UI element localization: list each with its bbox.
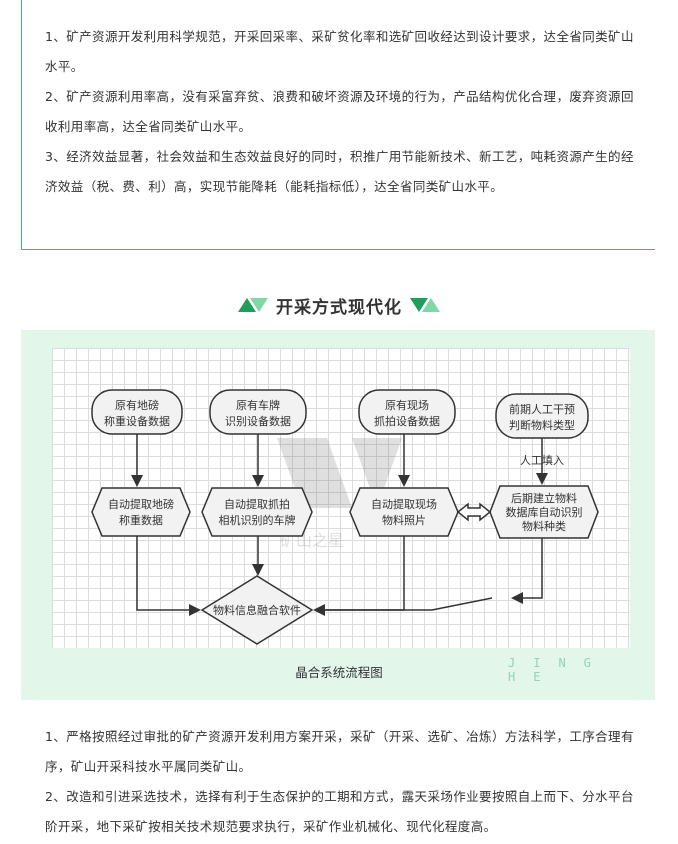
fusion-label: 物料信息融合软件: [213, 603, 301, 617]
paragraph-2: 2、矿产资源利用率高，没有采富弃贫、浪费和破坏资源及环境的行为，产品结构优化合理…: [45, 89, 634, 134]
label-row2-4a: 后期建立物料: [511, 491, 577, 505]
label-row2-4c: 物料种类: [522, 519, 566, 533]
left-triangle-icon: [238, 298, 268, 312]
label-row2-3a: 自动提取现场: [371, 497, 437, 511]
label-row2-1b: 称重数据: [119, 513, 163, 527]
label-row1-4b: 判断物料类型: [509, 418, 575, 432]
node-material-db: [489, 485, 599, 539]
bidirectional-arrow-icon: [456, 502, 492, 522]
section-header: 开采方式现代化: [0, 290, 678, 320]
label-row1-2a: 原有车牌: [236, 398, 280, 412]
label-row2-1a: 自动提取地磅: [108, 497, 174, 511]
label-row1-3a: 原有现场: [385, 398, 429, 412]
label-row1-3b: 抓拍设备数据: [374, 414, 440, 428]
node-auto-plate: [201, 487, 313, 537]
paragraph-4: 1、严格按照经过审批的矿产资源开发利用方案开采，采矿（开采、选矿、冶炼）方法科学…: [45, 729, 634, 774]
label-row2-2b: 相机识别的车牌: [219, 513, 296, 527]
node-fusion-software: [200, 575, 314, 645]
paragraph-3: 3、经济效益显著，社会效益和生态效益良好的同时，积推广用节能新技术、新工艺，吨耗…: [45, 149, 634, 194]
section-title: 开采方式现代化: [276, 297, 402, 318]
label-row2-4b: 数据库自动识别: [506, 505, 583, 519]
diagram-caption: 晶合系统流程图: [295, 665, 383, 680]
right-triangle-icon: [410, 298, 440, 312]
node-auto-photo: [349, 487, 459, 537]
label-row1-1b: 称重设备数据: [104, 414, 170, 428]
node-photo-data: [358, 389, 456, 435]
paragraph-5: 2、改造和引进采选技术，选择有利于生态保护的工期和方式，露天采场作业要按照自上而…: [45, 789, 634, 834]
label-row2-2a: 自动提取抓拍: [224, 497, 290, 511]
brand-watermark: JING HE: [508, 656, 609, 684]
manual-input-label: 人工填入: [520, 453, 564, 467]
label-row1-4a: 前期人工干预: [509, 402, 575, 416]
label-row1-1a: 原有地磅: [115, 398, 159, 412]
label-row2-3b: 物料照片: [382, 513, 426, 527]
paragraph-1: 1、矿产资源开发利用科学规范，开采回采率、采矿贫化率和选矿回收经达到设计要求，达…: [45, 29, 634, 74]
label-row1-2b: 识别设备数据: [225, 414, 291, 428]
flow-diagram: 矿山之星: [52, 348, 630, 648]
intro-box: [21, 0, 655, 250]
node-auto-scale: [91, 487, 191, 537]
